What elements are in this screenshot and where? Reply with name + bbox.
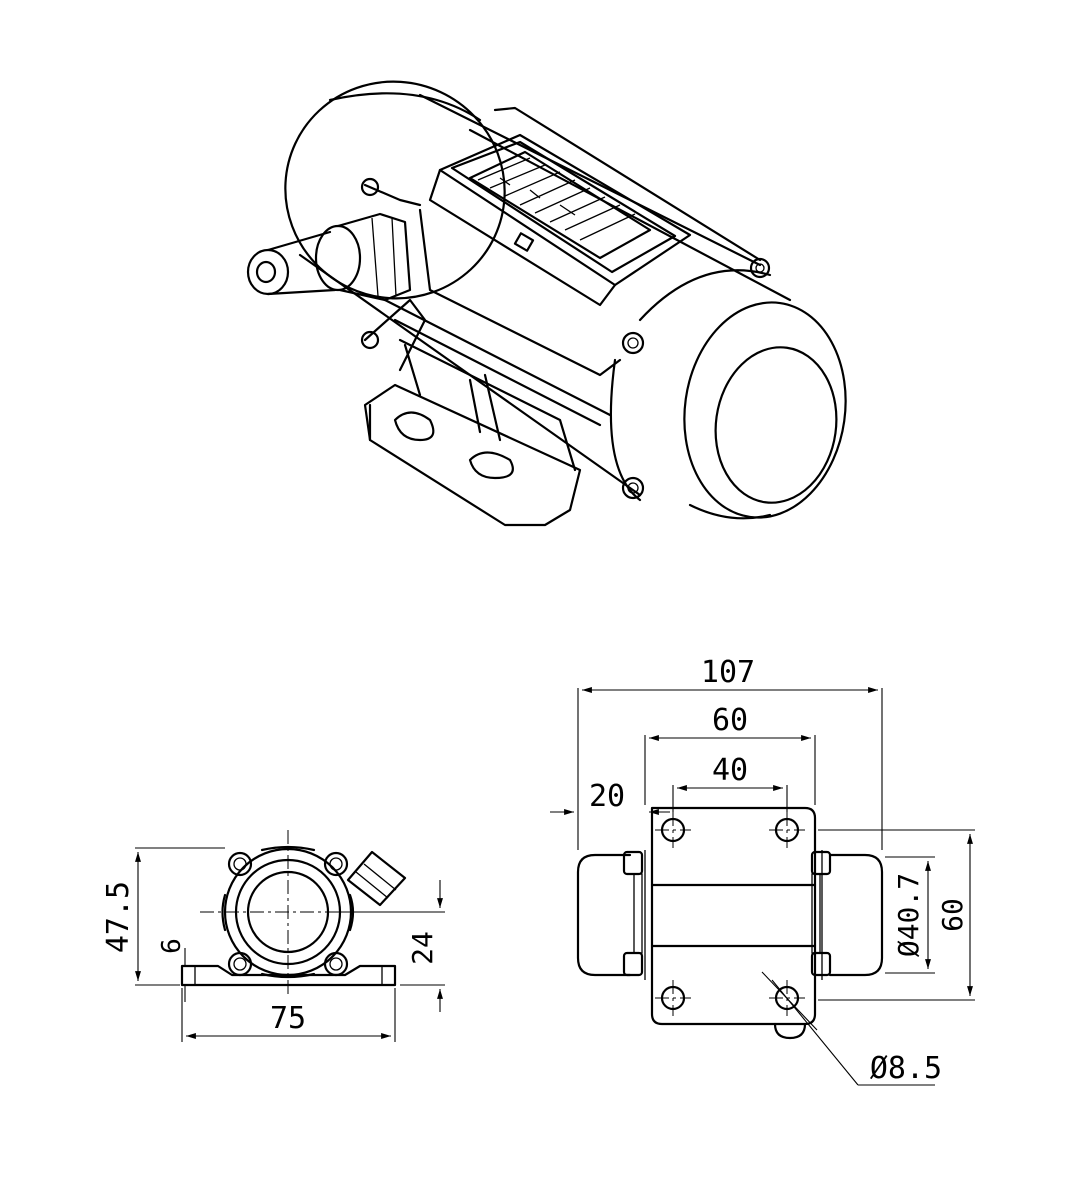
front-end-cap — [609, 269, 847, 520]
dim-hole-height: 60 — [936, 898, 969, 932]
end-view: 47.5 6 24 75 — [101, 830, 445, 1042]
mounting-feet — [363, 338, 582, 527]
dim-total-length: 107 — [701, 655, 755, 690]
motor-isometric-view — [246, 80, 847, 527]
top-view: 107 60 40 20 Ø40.7 60 Ø8.5 — [550, 655, 975, 1086]
terminal-box — [428, 133, 692, 307]
dim-hole-diameter: Ø8.5 — [870, 1051, 942, 1086]
dim-end-height: 47.5 — [101, 881, 136, 953]
dim-offset: 20 — [589, 779, 625, 814]
dim-axis-height: 24 — [406, 931, 439, 965]
cable-gland — [246, 212, 412, 302]
dim-foot-width: 75 — [270, 1001, 306, 1036]
dim-body-diameter: Ø40.7 — [892, 873, 925, 957]
dim-hole-spacing: 40 — [712, 753, 748, 788]
dim-base-length: 60 — [712, 703, 748, 738]
dim-foot-thickness: 6 — [157, 938, 187, 954]
